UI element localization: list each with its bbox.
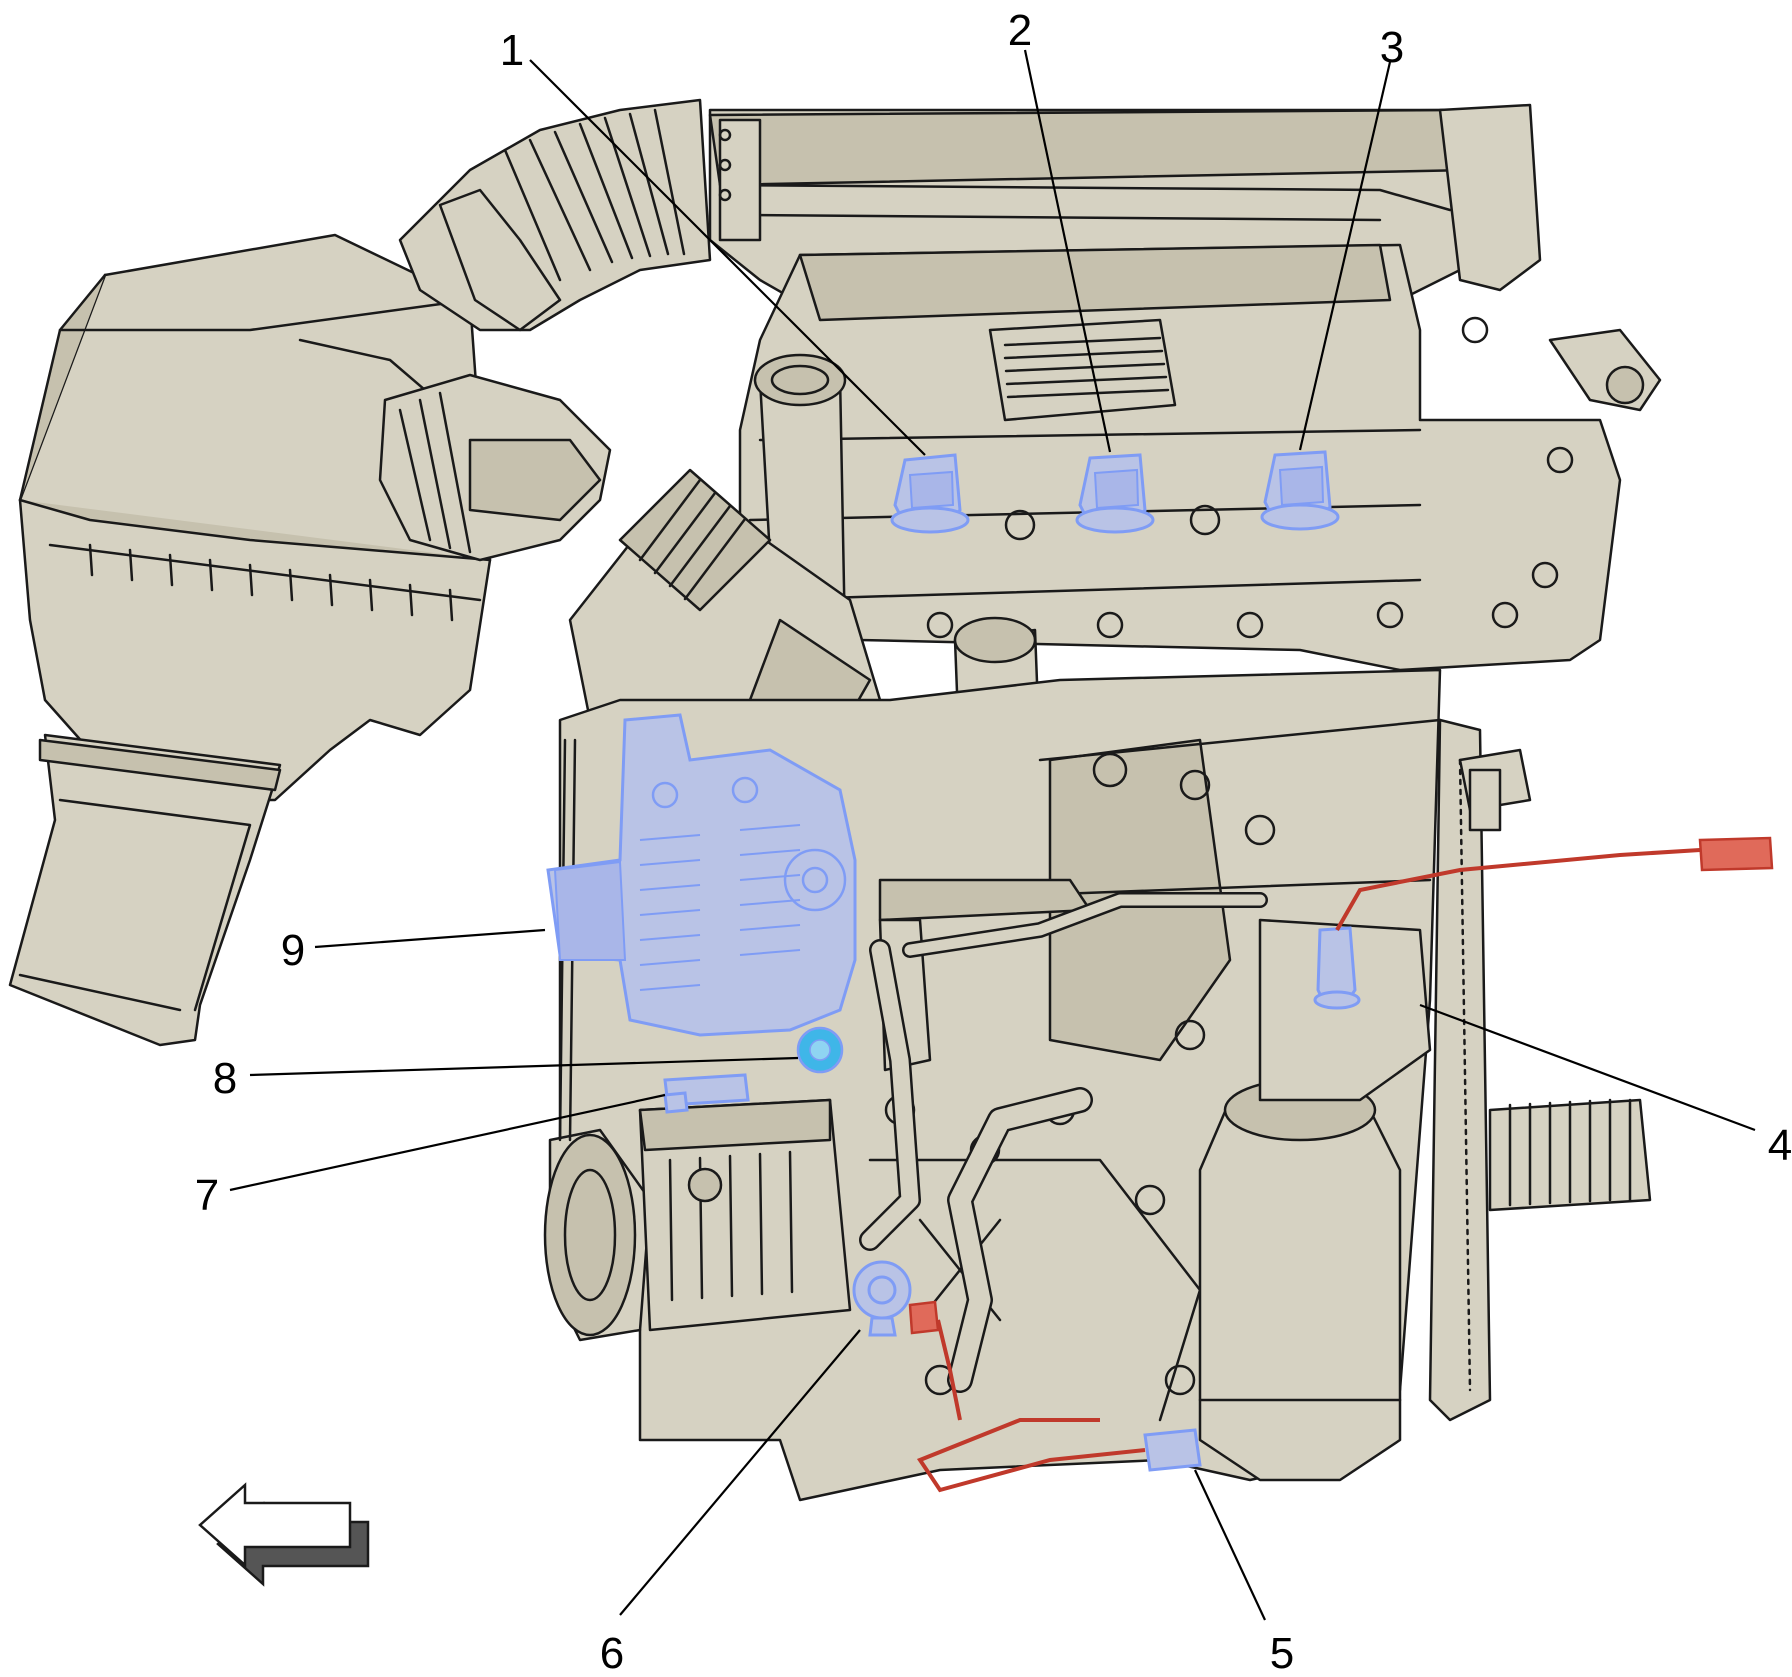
- flywheel-ring-gear: [1428, 718, 1652, 1422]
- callout-5: 5: [1270, 1629, 1294, 1677]
- callout-1: 1: [500, 26, 524, 75]
- intake-hose: [378, 98, 712, 562]
- leader-9: [314, 928, 546, 949]
- accessory-belt-drive: [543, 738, 652, 1342]
- air-cleaner-housing: [18, 233, 492, 802]
- leader-4: [1419, 1003, 1756, 1132]
- leader-3: [1298, 61, 1392, 451]
- leader-2: [1023, 49, 1112, 453]
- oxygen-sensor: [1313, 926, 1361, 1010]
- crankshaft-position-sensor: [796, 1026, 844, 1074]
- air-inlet-duct: [8, 733, 282, 1047]
- leader-1: [529, 59, 926, 456]
- leader-5: [1194, 1469, 1266, 1621]
- ignition-coil-2: [1075, 453, 1155, 534]
- post-converter-oxygen-sensor-connector: [916, 1418, 1202, 1493]
- callout-4: 4: [1768, 1121, 1792, 1170]
- callout-6: 6: [600, 1629, 624, 1677]
- callout-2: 2: [1008, 6, 1032, 55]
- generator: [546, 713, 857, 1037]
- coolant-hoses: [859, 892, 1268, 1393]
- callout-3: 3: [1380, 23, 1404, 72]
- oil-pressure-sensor: [663, 1073, 750, 1114]
- catalytic-converter: [1198, 918, 1432, 1482]
- leader-7: [229, 1093, 666, 1192]
- callout-7: 7: [195, 1171, 219, 1220]
- oxygen-sensor-harness: [1335, 836, 1774, 931]
- knock-sensor: [852, 1260, 962, 1421]
- callout-leader-lines: [229, 49, 1756, 1621]
- cylinder-head: [738, 243, 1662, 672]
- leader-8: [249, 1056, 799, 1077]
- ac-compressor: [638, 1098, 852, 1332]
- callout-labels: 1 2 3 4 5 6 7 8 9: [195, 6, 1792, 1677]
- ignition-coil-1: [890, 453, 970, 534]
- left-arrow-icon: [198, 1482, 370, 1587]
- leader-6: [619, 1329, 861, 1616]
- callout-8: 8: [213, 1054, 237, 1103]
- ignition-coil-3: [1260, 450, 1340, 531]
- callout-9: 9: [281, 926, 305, 975]
